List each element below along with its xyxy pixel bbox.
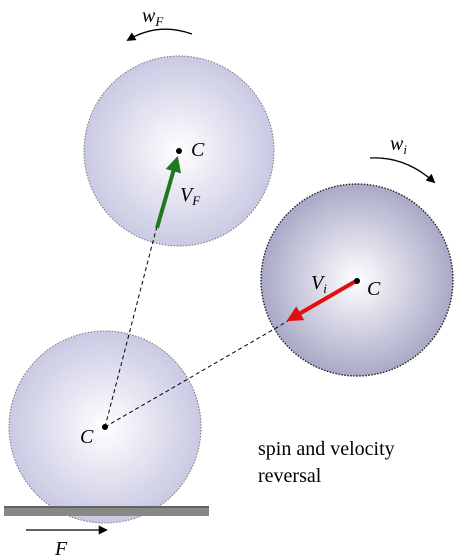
center-label-right: C: [367, 278, 381, 300]
force-label: F: [54, 538, 68, 560]
spin-final-label: wF: [142, 5, 164, 29]
initial-velocity-arrow: [286, 279, 358, 322]
final-velocity-arrow: [155, 155, 182, 229]
final-velocity-label: VF: [180, 184, 201, 208]
caption-line-2: reversal: [258, 465, 322, 487]
spin-final-arrow: [126, 28, 193, 41]
spin-initial-arrow: [369, 157, 436, 184]
center-dot-bottom: [102, 424, 108, 430]
center-label-top: C: [191, 139, 205, 161]
initial-velocity-label: Vi: [311, 272, 327, 296]
center-dot-right: [354, 278, 360, 284]
center-dot-top: [176, 148, 182, 154]
spin-initial-label: wi: [390, 133, 407, 157]
caption-line-1: spin and velocity: [258, 438, 395, 460]
ground-surface: [4, 506, 209, 516]
path-to-right-ball: [104, 320, 289, 428]
center-label-bottom: C: [80, 426, 94, 448]
